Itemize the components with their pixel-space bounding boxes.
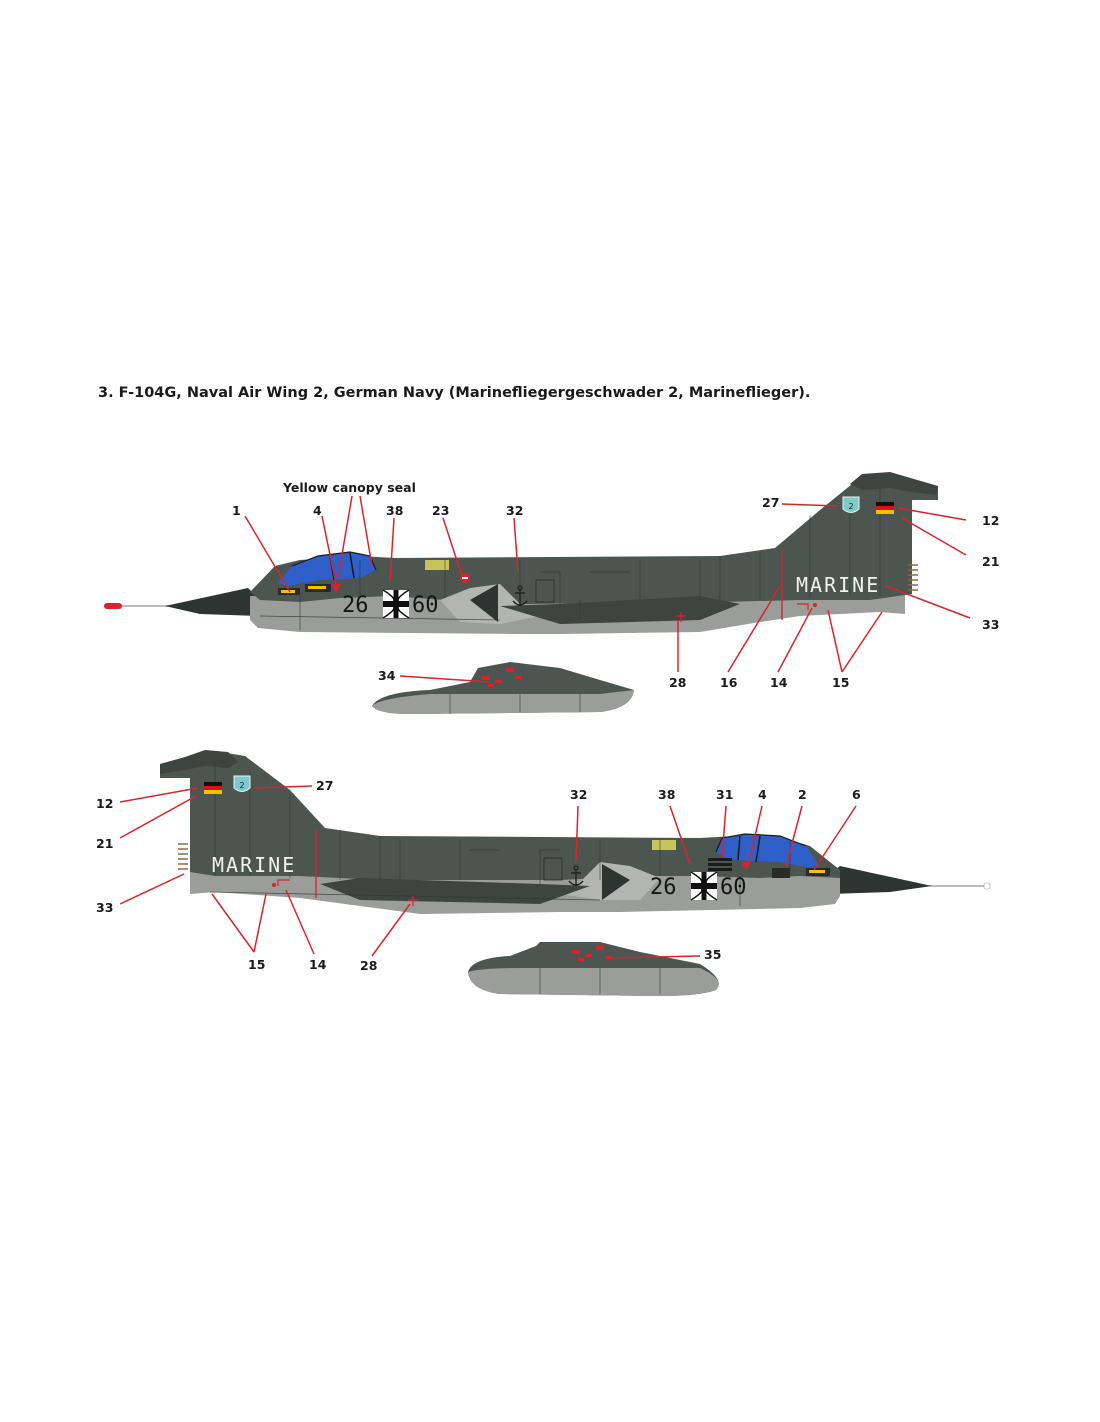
callout-38-bottom: 38 (658, 787, 675, 802)
callout-16: 16 (720, 675, 738, 690)
drop-tank-bottom (468, 942, 719, 996)
callout-33-bottom: 33 (96, 900, 113, 915)
callout-14: 14 (770, 675, 788, 690)
callout-labels-top: Yellow canopy seal 1 4 38 23 32 27 12 21… (232, 480, 999, 690)
canopy-seal-note: Yellow canopy seal (282, 480, 416, 495)
callout-21-bottom: 21 (96, 836, 113, 851)
callout-34: 34 (378, 668, 396, 683)
callout-27-bottom: 27 (316, 778, 333, 793)
serial-26-left-bottom: 26 (650, 875, 677, 900)
serial-60-right-bottom: 60 (720, 875, 747, 900)
callout-32: 32 (506, 503, 523, 518)
callout-labels-bottom: 12 21 33 27 15 14 28 32 38 31 4 2 6 35 (96, 778, 861, 973)
callout-28: 28 (669, 675, 686, 690)
callout-35-bottom: 35 (704, 947, 721, 962)
callout-2-bottom: 2 (798, 787, 807, 802)
callout-21: 21 (982, 554, 999, 569)
page-title: 3. F-104G, Naval Air Wing 2, German Navy… (98, 385, 811, 401)
callout-33: 33 (982, 617, 999, 632)
callout-23: 23 (432, 503, 449, 518)
marine-lettering-bottom: MARINE (212, 853, 296, 877)
drop-tank-top (372, 662, 634, 714)
badge-number: 2 (848, 502, 853, 511)
callout-27: 27 (762, 495, 779, 510)
callout-1: 1 (232, 503, 241, 518)
serial-60-right: 60 (412, 593, 439, 618)
pitot-red-cover (104, 603, 122, 609)
callout-31-bottom: 31 (716, 787, 733, 802)
badge-number-bottom: 2 (239, 781, 244, 790)
callout-32-bottom: 32 (570, 787, 587, 802)
aircraft-right-profile: 26 60 MARINE 2 (160, 750, 991, 914)
callout-leaders (119, 495, 971, 959)
callout-15: 15 (832, 675, 849, 690)
callout-4: 4 (313, 503, 322, 518)
aircraft-left-profile: 26 60 MARINE 2 (104, 472, 938, 634)
callout-15-bottom: 15 (248, 957, 265, 972)
callout-28-bottom: 28 (360, 958, 377, 973)
serial-26-left: 26 (342, 593, 369, 618)
callout-14-bottom: 14 (309, 957, 327, 972)
callout-12-bottom: 12 (96, 796, 113, 811)
callout-4-bottom: 4 (758, 787, 767, 802)
callout-38: 38 (386, 503, 403, 518)
callout-12: 12 (982, 513, 999, 528)
marine-lettering: MARINE (796, 573, 880, 597)
callout-6-bottom: 6 (852, 787, 861, 802)
